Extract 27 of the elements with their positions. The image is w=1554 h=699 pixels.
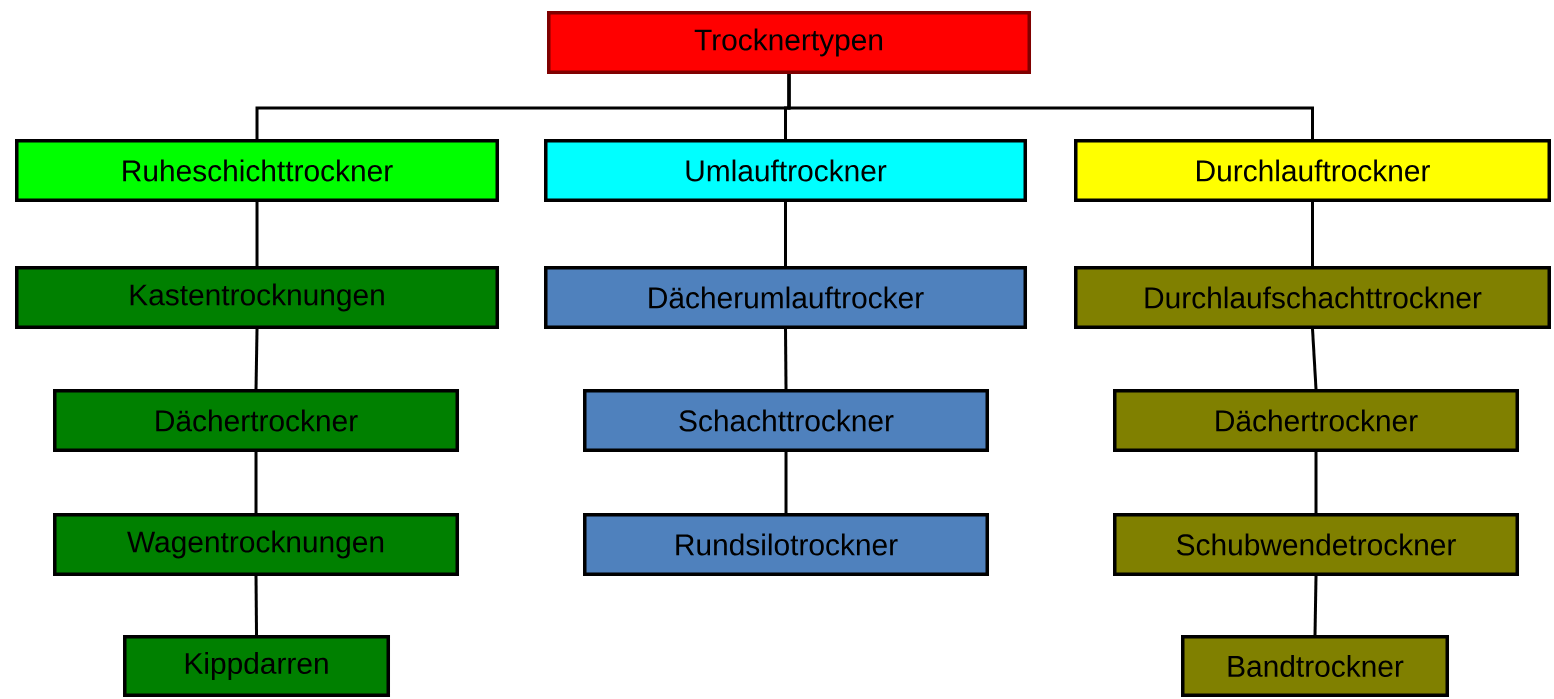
connector-line	[254, 452, 258, 513]
connector-line	[784, 329, 788, 389]
connector-line	[254, 328, 259, 390]
category-box: Kippdarren	[123, 635, 390, 697]
category-box: Dächertrockner	[53, 389, 459, 452]
category-box: Umlauftrockner	[544, 139, 1027, 202]
category-box: Dächertrockner	[1113, 389, 1519, 452]
category-box: Durchlaufschachttrockner	[1074, 266, 1551, 329]
category-box: Durchlauftrockner	[1074, 139, 1551, 202]
category-box: Rundsilotrockner	[583, 513, 989, 576]
category-box: Schachttrockner	[583, 389, 989, 452]
connector-line	[1311, 202, 1314, 266]
connector-line	[255, 202, 259, 266]
category-box: Bandtrockner	[1181, 635, 1449, 697]
connector-line	[1311, 328, 1318, 390]
category-box: Dächerumlauftrocker	[544, 266, 1027, 329]
category-box: Wagentrocknungen	[53, 513, 459, 576]
connector-line	[787, 74, 1314, 139]
connector-line	[254, 576, 258, 635]
connector-line	[1313, 575, 1318, 635]
category-box: Kastentrocknungen	[15, 266, 499, 329]
category-box: Schubwendetrockner	[1113, 513, 1519, 576]
connector-line	[1314, 452, 1318, 513]
connector-line	[784, 202, 787, 266]
category-box: Trocknertypen	[547, 11, 1031, 74]
connector-line	[784, 452, 788, 513]
category-box: Ruheschichttrockner	[15, 139, 499, 202]
